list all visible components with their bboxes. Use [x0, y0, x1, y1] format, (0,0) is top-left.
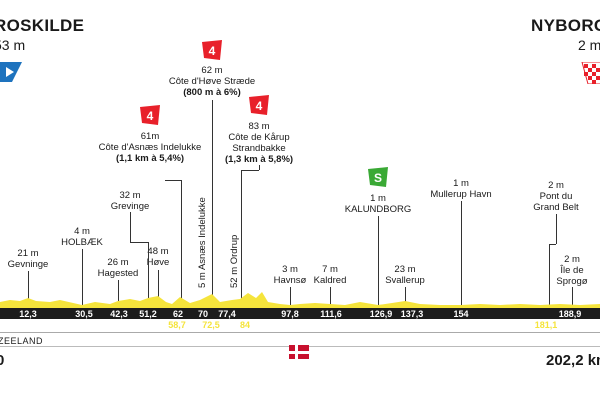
km-label: 42,3 [110, 309, 128, 319]
km-label: 97,8 [281, 309, 299, 319]
marker-line [330, 287, 331, 308]
marker-line [82, 249, 83, 308]
climb-label-karup: 83 m Côte de Kårup Strandbakke (1,3 km à… [224, 121, 294, 165]
km-label: 137,3 [400, 309, 424, 319]
km-label: 77,4 [218, 309, 236, 319]
marker-line [118, 280, 119, 308]
km-label: 30,5 [75, 309, 93, 319]
place-asnaes-indelukke: 5 m Asnæs Indelukke [197, 197, 208, 288]
marker-line [158, 270, 159, 308]
denmark-flag-icon [289, 345, 309, 359]
sprint-badge-icon: S [368, 167, 388, 187]
climb-category-badge-asnaes: 4 [140, 105, 160, 125]
marker-line [212, 100, 213, 308]
km-label: 111,6 [320, 309, 342, 319]
finish-flag-icon [578, 61, 600, 89]
sprint-label: 1 m KALUNDBORG [344, 193, 412, 215]
elevation-profile [0, 292, 600, 310]
climb-category-badge-hove: 4 [202, 40, 222, 60]
marker-line [148, 242, 149, 308]
marker-line [461, 201, 462, 308]
km-label: 12,3 [19, 309, 37, 319]
marker-line [378, 216, 379, 308]
marker-line [556, 214, 557, 244]
start-flag-icon [0, 62, 22, 87]
marker-connector [549, 244, 556, 245]
marker-connector [130, 242, 148, 243]
distance-start: 0 [0, 352, 5, 369]
km-label: 84 [239, 320, 251, 330]
finish-city: NYBORG [531, 16, 600, 35]
marker-line [572, 287, 573, 308]
svg-text:4: 4 [147, 109, 154, 123]
svg-text:4: 4 [256, 99, 263, 113]
finish-altitude: 2 m [578, 37, 600, 53]
km-label: 154 [453, 309, 469, 319]
marker-connector [165, 180, 181, 181]
km-bar [0, 308, 600, 319]
region-label: ZEELAND [0, 336, 44, 346]
marker-line [259, 165, 260, 170]
marker-line [241, 170, 242, 308]
marker-line [405, 287, 406, 308]
climb-label-hove: 62 m Côte d'Høve Stræde (800 m à 6%) [168, 65, 256, 98]
distance-total: 202,2 km [546, 352, 600, 369]
marker-line [549, 244, 550, 308]
marker-line [28, 271, 29, 308]
km-label: 188,9 [558, 309, 582, 319]
marker-connector [241, 170, 259, 171]
km-label: 181,1 [534, 320, 558, 330]
region-divider [0, 332, 600, 333]
km-label: 51,2 [139, 309, 157, 319]
marker-line [130, 212, 131, 242]
start-altitude: 53 m [0, 37, 26, 53]
marker-line [181, 180, 182, 308]
svg-text:S: S [374, 171, 382, 185]
climb-label-asnaes: 61m Côte d'Asnæs Indelukke (1,1 km à 5,4… [98, 131, 202, 164]
km-label: 58,7 [168, 320, 186, 330]
start-city: ROSKILDE [0, 16, 85, 35]
km-label: 126,9 [369, 309, 393, 319]
climb-category-badge-karup: 4 [249, 95, 269, 115]
marker-line [290, 287, 291, 308]
climb-cat-label: 4 [209, 44, 216, 58]
km-label: 72,5 [202, 320, 220, 330]
km-label: 70 [197, 309, 209, 319]
km-label: 62 [172, 309, 184, 319]
